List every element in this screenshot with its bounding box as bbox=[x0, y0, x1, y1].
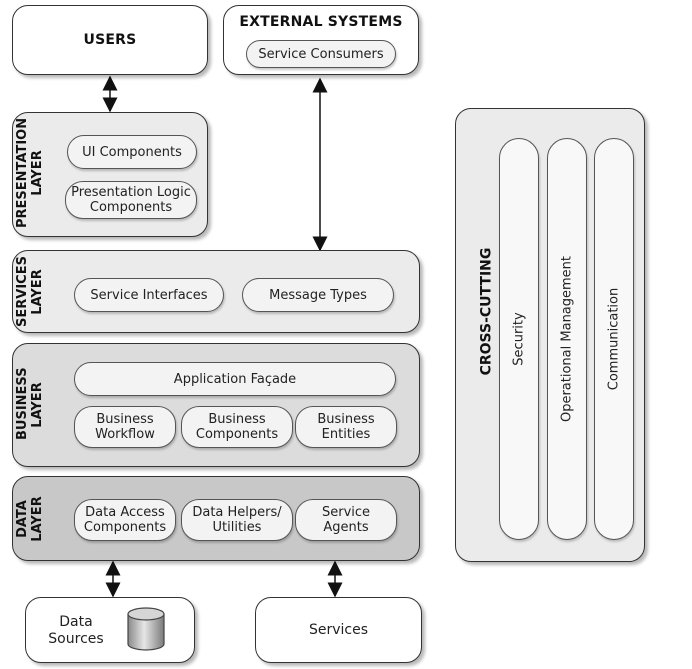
external-systems-title: EXTERNAL SYSTEMS bbox=[239, 14, 403, 30]
business-workflow-label-2: Workflow bbox=[95, 427, 155, 442]
services-title-line2: LAYER bbox=[30, 269, 45, 315]
business-entities-pill: Business Entities bbox=[295, 406, 397, 448]
message-types-pill: Message Types bbox=[242, 278, 394, 312]
services-box: Services bbox=[255, 597, 422, 663]
business-entities-label-2: Entities bbox=[321, 427, 371, 442]
data-helpers-label-1: Data Helpers/ bbox=[192, 505, 282, 520]
services-layer-title: SERVICES LAYER bbox=[15, 256, 45, 327]
cross-cutting-title: CROSS-CUTTING bbox=[478, 247, 495, 376]
business-workflow-pill: Business Workflow bbox=[74, 406, 176, 448]
services-layer-box: SERVICES LAYER Service Interfaces Messag… bbox=[12, 250, 420, 333]
service-interfaces-pill: Service Interfaces bbox=[74, 278, 224, 312]
business-workflow-label-1: Business bbox=[96, 412, 154, 427]
data-sources-label: Data Sources bbox=[36, 614, 116, 648]
services-title-line1: SERVICES bbox=[15, 256, 30, 327]
communication-pill: Communication bbox=[594, 138, 634, 540]
service-consumers-label: Service Consumers bbox=[258, 46, 384, 62]
presentation-layer-title: PRESENTATION LAYER bbox=[15, 118, 45, 228]
data-access-label-2: Components bbox=[83, 520, 167, 535]
external-systems-box: EXTERNAL SYSTEMS Service Consumers bbox=[223, 5, 419, 75]
service-consumers-pill: Service Consumers bbox=[246, 40, 396, 68]
data-helpers-label-2: Utilities bbox=[212, 520, 262, 535]
data-access-components-pill: Data Access Components bbox=[74, 499, 176, 541]
presentation-logic-label-2: Components bbox=[89, 200, 173, 215]
presentation-title-line1: PRESENTATION bbox=[15, 117, 30, 228]
presentation-logic-label-1: Presentation Logic bbox=[71, 185, 191, 200]
operational-management-pill: Operational Management bbox=[547, 138, 587, 540]
service-agents-label-2: Agents bbox=[323, 520, 369, 535]
presentation-logic-pill: Presentation Logic Components bbox=[65, 181, 197, 219]
presentation-title-line2: LAYER bbox=[30, 150, 45, 196]
service-agents-pill: Service Agents bbox=[295, 499, 397, 541]
ui-components-pill: UI Components bbox=[67, 135, 197, 169]
data-sources-box: Data Sources bbox=[25, 597, 195, 663]
communication-label: Communication bbox=[606, 287, 622, 391]
business-entities-label-1: Business bbox=[317, 412, 375, 427]
security-label: Security bbox=[511, 312, 527, 366]
services-label: Services bbox=[308, 622, 369, 638]
users-box: USERS bbox=[12, 5, 208, 75]
data-title-line1: DATA bbox=[15, 500, 30, 538]
users-title: USERS bbox=[83, 32, 137, 48]
ui-components-label: UI Components bbox=[82, 144, 182, 160]
message-types-label: Message Types bbox=[269, 287, 367, 303]
application-facade-pill: Application Façade bbox=[74, 362, 396, 396]
data-helpers-pill: Data Helpers/ Utilities bbox=[181, 499, 293, 541]
business-components-label-2: Components bbox=[195, 427, 279, 442]
data-access-label-1: Data Access bbox=[85, 505, 165, 520]
data-title-line2: LAYER bbox=[30, 496, 45, 542]
business-title-line2: LAYER bbox=[30, 382, 45, 428]
data-sources-label-2: Sources bbox=[48, 631, 104, 647]
business-components-pill: Business Components bbox=[181, 406, 293, 448]
business-layer-box: BUSINESS LAYER Application Façade Busine… bbox=[12, 343, 420, 467]
security-pill: Security bbox=[499, 138, 539, 540]
cross-cutting-box: CROSS-CUTTING Security Operational Manag… bbox=[455, 108, 645, 562]
database-icon bbox=[127, 607, 165, 651]
operational-management-label: Operational Management bbox=[559, 255, 575, 423]
business-layer-title: BUSINESS LAYER bbox=[15, 367, 45, 440]
service-agents-label-1: Service bbox=[321, 505, 371, 520]
data-layer-box: DATA LAYER Data Access Components Data H… bbox=[12, 476, 420, 561]
data-layer-title: DATA LAYER bbox=[15, 484, 45, 554]
business-title-line1: BUSINESS bbox=[15, 367, 30, 440]
service-interfaces-label: Service Interfaces bbox=[90, 287, 208, 303]
data-sources-label-1: Data bbox=[59, 614, 93, 630]
presentation-layer-box: PRESENTATION LAYER UI Components Present… bbox=[12, 112, 208, 237]
application-facade-label: Application Façade bbox=[173, 371, 297, 387]
business-components-label-1: Business bbox=[208, 412, 266, 427]
